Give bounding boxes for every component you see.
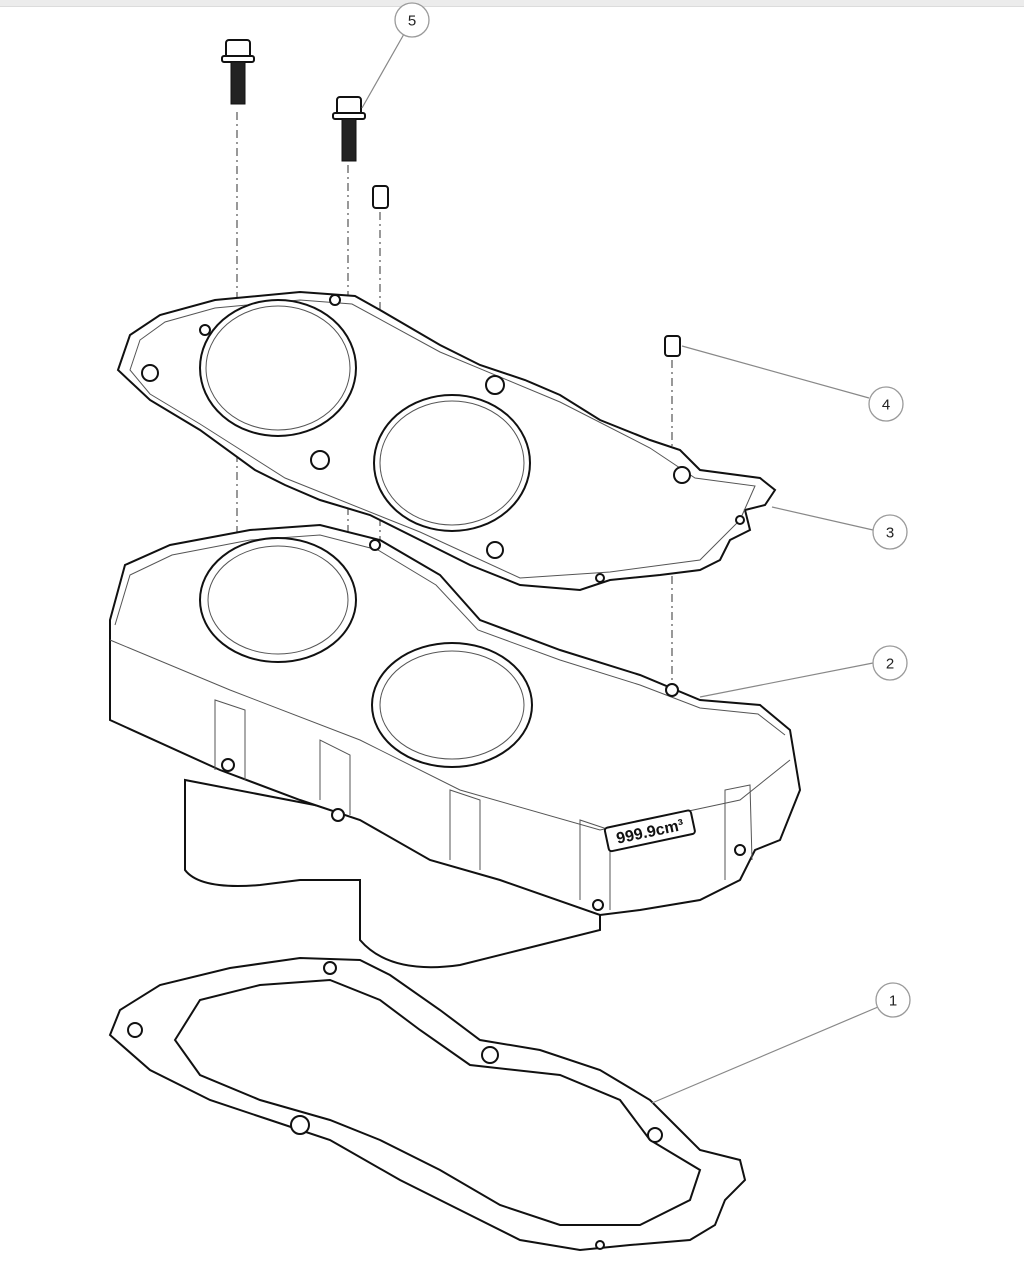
flange-bolt-right[interactable] xyxy=(332,96,366,162)
svg-text:5: 5 xyxy=(408,13,416,30)
head-gasket[interactable] xyxy=(116,290,777,592)
callout-5[interactable]: 5 xyxy=(394,2,430,38)
callout-3[interactable]: 3 xyxy=(872,514,908,550)
callout-4[interactable]: 4 xyxy=(868,386,904,422)
svg-text:1: 1 xyxy=(889,993,897,1010)
cylinder-block[interactable]: 999.9cm³ xyxy=(109,523,802,969)
viewer-top-bar xyxy=(0,0,1024,7)
leader-lines xyxy=(361,33,879,1104)
svg-text:3: 3 xyxy=(886,525,894,542)
dowel-pin-left[interactable] xyxy=(372,185,389,209)
svg-text:4: 4 xyxy=(882,397,890,414)
svg-text:2: 2 xyxy=(886,656,894,673)
base-gasket[interactable] xyxy=(108,956,747,1252)
flange-bolt-left[interactable] xyxy=(221,39,255,105)
dowel-pin-right[interactable] xyxy=(664,335,681,357)
callout-1[interactable]: 1 xyxy=(875,982,911,1018)
callout-2[interactable]: 2 xyxy=(872,645,908,681)
